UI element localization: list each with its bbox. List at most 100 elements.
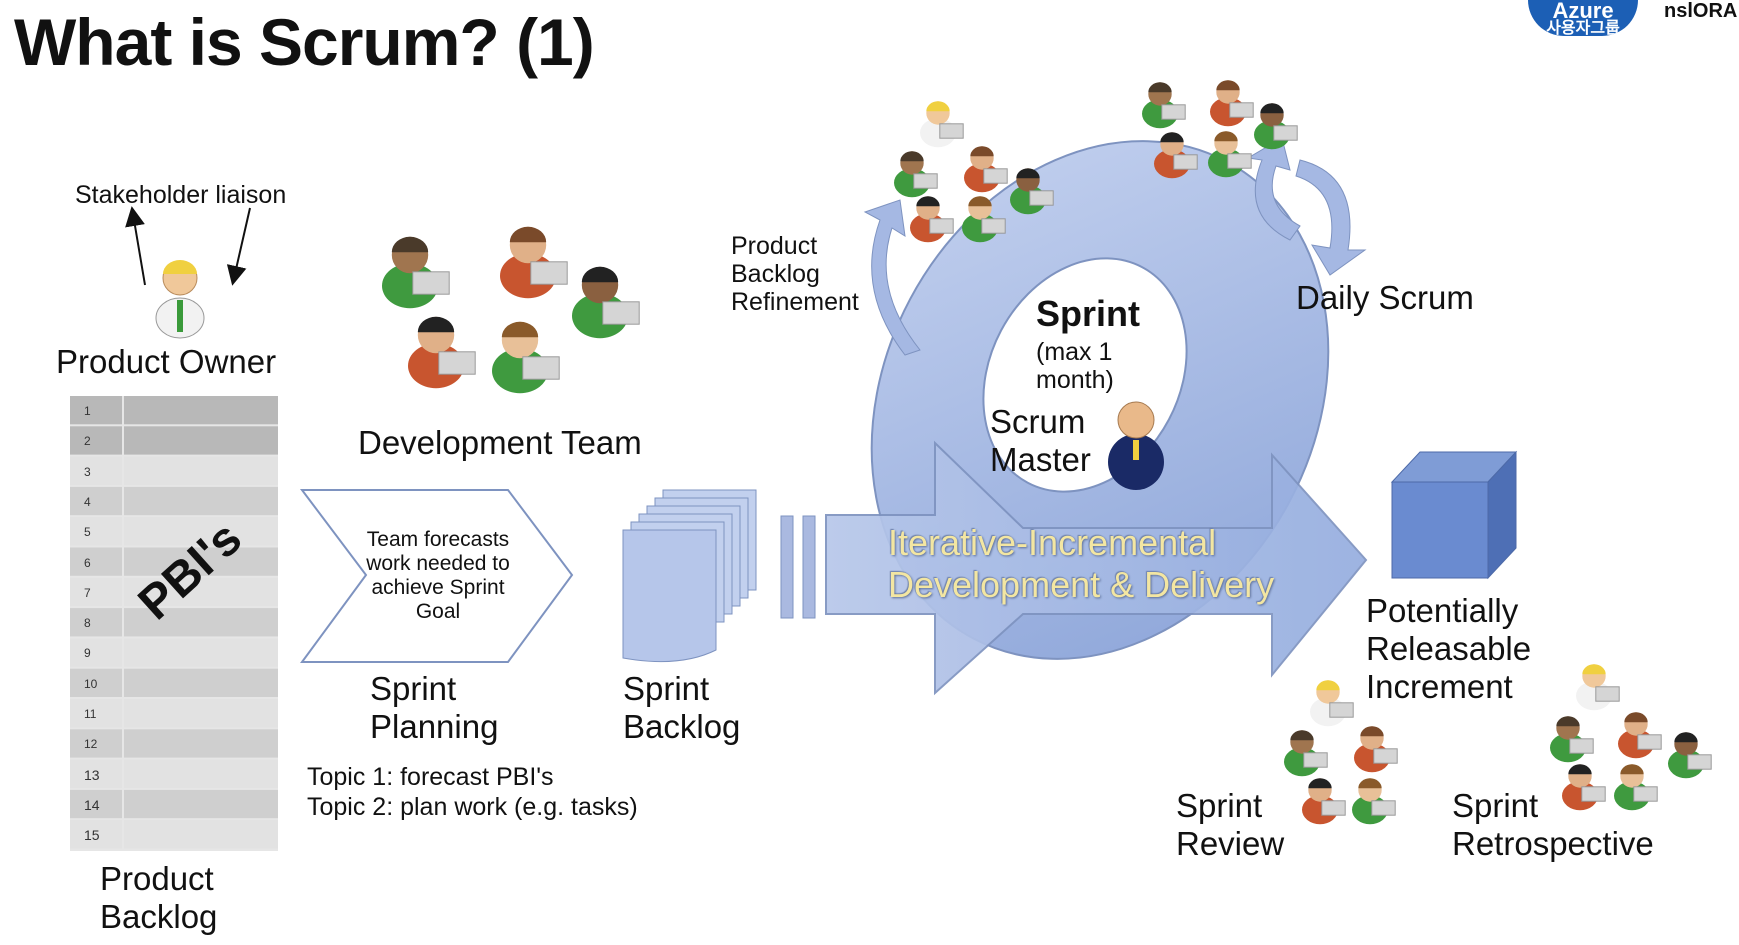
team-member-icon [492,321,560,394]
backlog-row [124,638,278,667]
increment-cube-icon [1390,450,1518,580]
backlog-row [124,729,278,758]
planning-box-text: Team forecasts work needed to achieve Sp… [366,528,510,623]
backlog-row [124,668,278,697]
backlog-row-id-cell [70,396,122,425]
sprint-planning-label: Sprint Planning [370,670,499,745]
iterative-arrow [825,440,1368,696]
stakeholder-liaison-label: Stakeholder liaison [75,181,287,209]
daily-scrum-label: Daily Scrum [1296,279,1474,316]
stakeholder-arrow-down [226,207,251,286]
backlog-row-id-cell [70,820,122,849]
backlog-row-number: 14 [84,796,100,813]
sprint-cycle-ring [870,140,1330,660]
azure-badge-label: Azure [1552,0,1614,23]
team-member-icon [1142,82,1186,129]
backlog-row-id-cell [70,426,122,455]
backlog-row [124,486,278,516]
team-member-icon [382,236,450,309]
backlog-row [124,456,278,485]
scrum-master-icon [1108,401,1164,490]
backlog-row [124,759,278,788]
backlog-row [124,789,278,819]
iterative-arrow-text: Iterative-Incremental Development & Deli… [888,522,1274,606]
team-member-icon [1210,80,1254,127]
iid-line1: Iterative-Incremental [888,522,1217,563]
team-member-icon [1668,732,1712,779]
team-member-icon [1562,764,1606,811]
team-member-icon [1310,680,1354,727]
team-member-icon [1208,131,1252,178]
increment-label: Potentially Releasable Increment [1366,592,1532,705]
sprint-review-label: Sprint Review [1176,787,1285,862]
team-member-icon [500,226,568,299]
sprint-backlog-label: Sprint Backlog [623,670,741,745]
team-member-icon [1618,712,1662,759]
page-title: What is Scrum? (1) [14,5,595,79]
sprint-planning-shape [299,489,574,663]
team-member-icon [1154,132,1198,179]
backlog-row [124,577,278,607]
backlog-row-id-cell [70,547,122,576]
stakeholder-arrow-up [125,206,146,286]
team-member-icon [910,196,954,243]
backlog-row [124,699,278,728]
feed-bar-1 [780,515,794,619]
topic1-label: Topic 1: forecast PBI's [307,763,554,791]
backlog-row-number: 4 [84,494,91,509]
team-member-icon [962,196,1006,243]
backlog-row-id-cell [70,759,122,788]
azure-badge-sub: 사용자그룹 [1546,20,1620,37]
backlog-row-number: 12 [84,737,98,752]
backlog-row-id-cell [70,668,122,697]
backlog-row [124,426,278,455]
scrum-master-label: Scrum Master [990,403,1091,478]
backlog-row [124,820,278,849]
backlog-row-number: 13 [84,766,100,783]
backlog-row [124,396,278,425]
team-member-icon [1576,664,1620,711]
backlog-row-id-cell [70,517,122,546]
backlog-row-number: 11 [84,707,97,721]
sprint-label: Sprint [1036,293,1140,334]
iid-line2: Development & Delivery [888,564,1275,605]
development-team-label: Development Team [358,424,642,461]
backlog-row-id-cell [70,729,122,758]
sprint-backlog-stack [622,489,757,663]
team-member-icon [1302,778,1346,825]
backlog-row-number: 15 [84,827,100,844]
backlog-row [124,517,278,546]
backlog-row-number: 6 [84,555,91,570]
team-member-icon [1614,764,1658,811]
team-member-icon [920,101,964,148]
sprint-retrospective-label: Sprint Retrospective [1452,787,1654,862]
backlog-row-id-cell [70,577,122,607]
sprint-duration-label: (max 1 month) [1036,338,1114,394]
backlog-row-number: 2 [84,434,91,449]
team-member-icon [1254,103,1298,150]
backlog-row-number: 5 [84,525,91,540]
backlog-row-id-cell [70,638,122,667]
team-member-icon [1352,778,1396,825]
team-member-icon [1550,716,1594,763]
team-member-icon [1284,730,1328,777]
backlog-row-number: 8 [84,616,91,631]
backlog-row-number: 9 [84,646,91,661]
backlog-row-id-cell [70,699,122,728]
refinement-label: Product Backlog Refinement [731,232,859,316]
product-owner-label: Product Owner [56,343,277,380]
topic2-label: Topic 2: plan work (e.g. tasks) [307,793,638,821]
team-member-icon [1010,168,1054,215]
backlog-row-id-cell [70,789,122,819]
feed-bar-2 [802,515,816,619]
team-member-icon [572,266,640,339]
azure-badge: Azure 사용자그룹 [1528,0,1638,36]
backlog-row-number: 7 [84,585,91,600]
backlog-row-id-cell [70,608,122,637]
development-team-icon [382,226,640,394]
backlog-row [124,608,278,637]
org-badge: nslORA [1664,0,1738,22]
backlog-row-number: 1 [84,404,91,418]
backlog-row-number: 3 [84,464,91,479]
